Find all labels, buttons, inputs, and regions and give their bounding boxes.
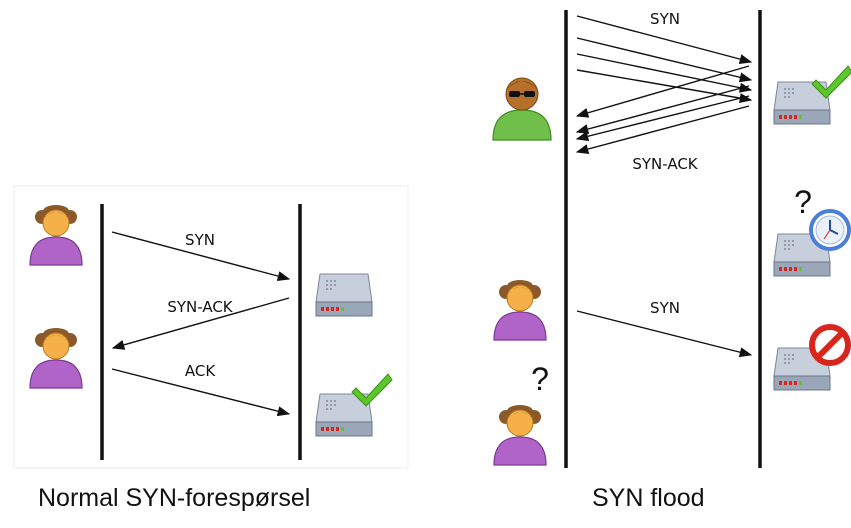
ack-arrow [111,368,291,417]
flood-synack-arrow [575,65,750,118]
flood-syn-arrow [576,53,753,93]
flood-synack-arrow [575,105,750,154]
reject-icon [809,324,851,366]
syn-label: SYN [185,231,215,249]
flood-syn-arrow [576,37,753,83]
flood-synack-arrow [575,95,750,142]
normal-caption: Normal SYN-forespørsel [38,484,311,512]
flood-synack-arrow [575,85,750,134]
legit-syn-arrow [576,310,753,358]
synack-label: SYN-ACK [167,298,233,316]
girl-user-icon [493,279,547,341]
legit-syn-label: SYN [650,299,680,317]
flood-syn-arrow [576,69,753,104]
question-mark: ? [531,361,549,397]
girl-user-waiting-icon [493,404,547,466]
synack-arrow [111,297,290,350]
clock-icon [809,209,851,251]
attacker-icon [492,77,552,141]
ack-label: ACK [185,362,216,380]
server-icon [315,273,373,317]
flood-synack-label: SYN-ACK [632,155,698,173]
syn-arrow [111,231,291,281]
flood-caption: SYN flood [592,484,705,512]
flood-syn-label: SYN [650,10,680,28]
flood-syn-arrow [576,15,753,64]
question-mark: ? [794,184,812,220]
